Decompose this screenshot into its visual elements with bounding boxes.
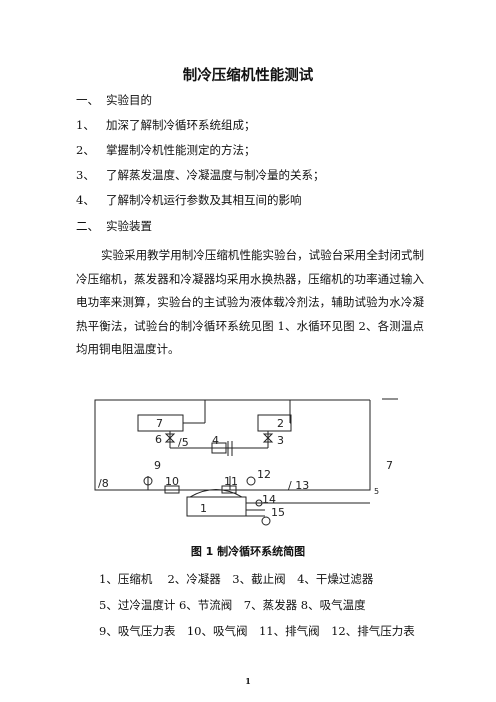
- diagram-label-13: / 13: [288, 479, 309, 492]
- objective-1-number: 1、: [76, 118, 95, 132]
- diagram-label-11: 11: [224, 475, 238, 488]
- diagram-label-2: 2: [277, 417, 284, 430]
- discharge-pressure-gauge-icon: [246, 476, 256, 486]
- diagram-label-14: 14: [262, 493, 276, 506]
- page-number: 1: [245, 676, 251, 686]
- thermometer-icon: [261, 516, 271, 526]
- section-2-heading: 实验装置: [106, 219, 152, 233]
- page-title: 制冷压缩机性能测试: [182, 68, 314, 84]
- diagram-label-3: 3: [277, 434, 284, 447]
- diagram-label-9: 9: [154, 459, 161, 472]
- diagram-label-7b: 7: [386, 459, 393, 472]
- objective-2-number: 2、: [76, 143, 95, 157]
- objective-3-text: 了解蒸发温度、冷凝温度与制冷量的关系；: [106, 168, 325, 182]
- objective-4-text: 了解制冷机运行参数及其相互间的影响: [106, 193, 302, 207]
- diagram-label-6: 6: [155, 433, 162, 446]
- suction-pressure-gauge-icon: [143, 476, 153, 486]
- outer-pipe-loop: [94, 399, 371, 491]
- section-1-number: 一、: [76, 93, 99, 107]
- legend-line-1: 1、压缩机 2、冷凝器 3、截止阀 4、干燥过滤器: [99, 572, 374, 586]
- diagram-label-8: /8: [98, 477, 109, 490]
- objective-1-text: 加深了解制冷循环系统组成；: [106, 118, 256, 132]
- compressor-box: [186, 496, 247, 517]
- diagram-label-5: /5: [178, 436, 189, 449]
- condenser-box: [257, 414, 292, 432]
- diagram-label-4: 4: [212, 434, 219, 447]
- section-2-number: 二、: [76, 219, 99, 233]
- legend-line-2: 5、过冷温度计 6、节流阀 7、蒸发器 8、吸气温度: [99, 598, 366, 612]
- diagram-label-1: 1: [200, 502, 207, 515]
- diagram-label-7: 7: [156, 417, 163, 430]
- figure-caption: 图 1 制冷循环系统简图: [190, 545, 306, 558]
- section-1-heading: 实验目的: [106, 93, 152, 107]
- suction-valve-icon: [164, 485, 180, 494]
- diagram-label-12: 12: [257, 468, 271, 481]
- discharge-valve-icon: [221, 485, 237, 494]
- legend-line-3: 9、吸气压力表 10、吸气阀 11、排气阀 12、排气压力表: [99, 624, 415, 638]
- objective-3-number: 3、: [76, 168, 95, 182]
- diagram-label-5b: 5: [374, 487, 379, 496]
- stop-valve-icon: [262, 433, 274, 443]
- diagram-label-10: 10: [165, 475, 179, 488]
- objective-4-number: 4、: [76, 193, 95, 207]
- body-paragraph: 实验采用教学用制冷压缩机性能实验台，试验台采用全封闭式制冷压缩机，蒸发器和冷凝器…: [76, 248, 424, 356]
- objective-2-text: 掌握制冷机性能测定的方法；: [106, 143, 256, 157]
- diagram-label-15: 15: [271, 506, 285, 519]
- throttle-valve-icon: [164, 433, 176, 443]
